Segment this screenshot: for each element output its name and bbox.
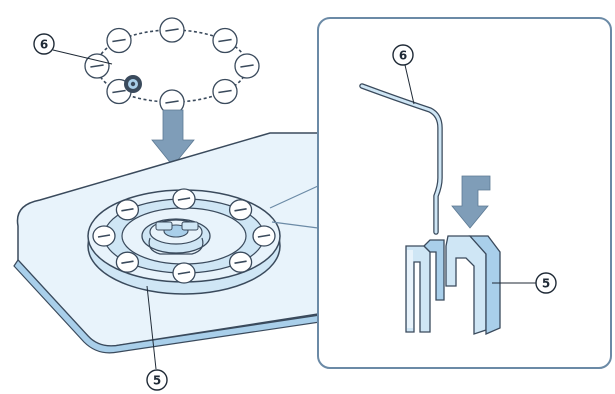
turntable-base [88,189,280,294]
callout-label: 6 [40,38,48,52]
callout-label: 6 [399,49,407,63]
ring-clips [85,18,259,114]
detail-panel: 6 5 [318,18,611,368]
callout-label: 5 [153,374,161,388]
callout-label: 5 [542,277,550,291]
center-hub [142,219,210,254]
retaining-ring-top [85,18,259,114]
spring-coil [124,75,142,93]
